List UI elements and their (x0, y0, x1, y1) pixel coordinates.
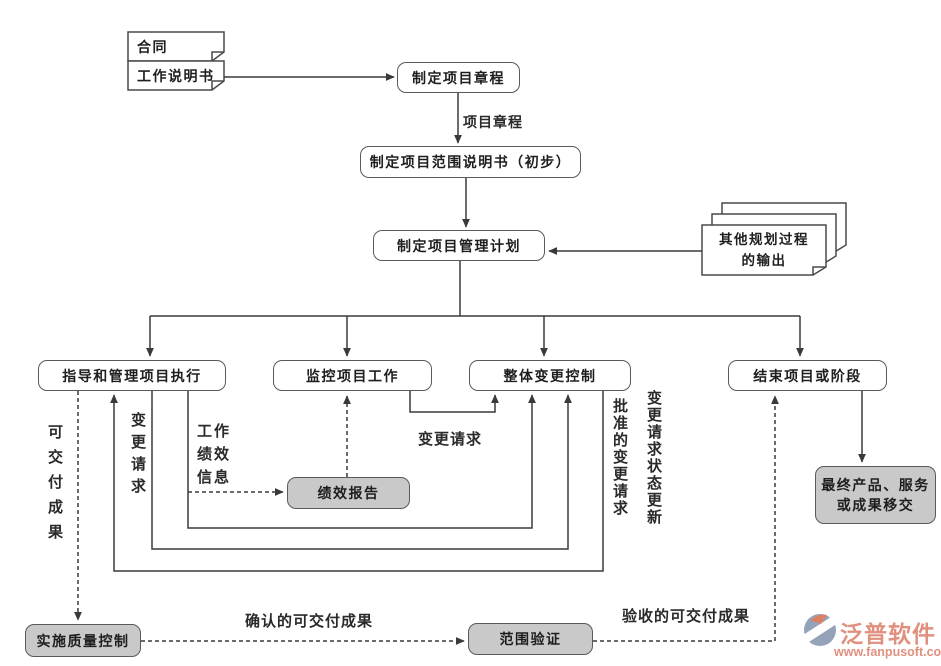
edge-label-accepted-deliverables: 验收的可交付成果 (622, 608, 751, 625)
node-develop-pm-plan: 制定项目管理计划 (373, 230, 545, 261)
node-perform-quality-control: 实施质量控制 (25, 624, 141, 657)
node-integrated-change-control: 整体变更控制 (469, 360, 631, 391)
edge-label-work-performance-info: 工作 绩效 信息 (197, 423, 232, 486)
edge-label-validated-deliverables: 确认的可交付成果 (245, 613, 374, 630)
connector-monitor-to-icc (409, 391, 499, 413)
edge-label-deliverables: 可交付成果 (46, 424, 63, 549)
node-direct-manage-execution: 指导和管理项目执行 (38, 360, 226, 391)
node-develop-project-charter: 制定项目章程 (397, 62, 520, 93)
connector-icc-to-direct-manage (110, 391, 604, 572)
connector-work-perf-to-icc (187, 391, 536, 529)
node-develop-prelim-scope-statement: 制定项目范围说明书（初步） (360, 146, 581, 178)
node-monitor-control-work: 监控项目工作 (273, 360, 432, 391)
fanpu-logo-icon (796, 612, 844, 647)
edge-label-change-request-status-updates: 变更请求状态更新 (645, 390, 662, 526)
node-final-product-transition: 最终产品、服务 或成果移交 (815, 466, 936, 524)
connector-change-requests-to-icc (151, 391, 572, 550)
node-statement-of-work: 工作说明书 (137, 68, 215, 84)
connector-verify-to-close (593, 395, 779, 642)
node-contract: 合同 (137, 39, 168, 55)
edge-label-change-requests-mid: 变更请求 (418, 431, 483, 448)
node-other-planning-outputs: 其他规划过程 的输出 (719, 232, 809, 268)
edge-label-approved-change-requests: 批准的变更请求 (611, 398, 628, 517)
fanpu-brand-name: 泛普软件 (840, 621, 936, 647)
document-icon-contract (127, 31, 225, 62)
edge-label-change-requests-left: 变更请求 (129, 412, 146, 500)
stacked-documents-icon (701, 202, 847, 276)
node-performance-reports: 绩效报告 (287, 477, 410, 509)
edge-label-project-charter: 项目章程 (463, 114, 523, 130)
node-scope-verification: 范围验证 (468, 623, 593, 655)
node-close-project-or-phase: 结束项目或阶段 (728, 360, 887, 391)
document-icon-sow (127, 60, 225, 91)
fanpu-brand-url: www.fanpusoft.com (834, 645, 941, 659)
